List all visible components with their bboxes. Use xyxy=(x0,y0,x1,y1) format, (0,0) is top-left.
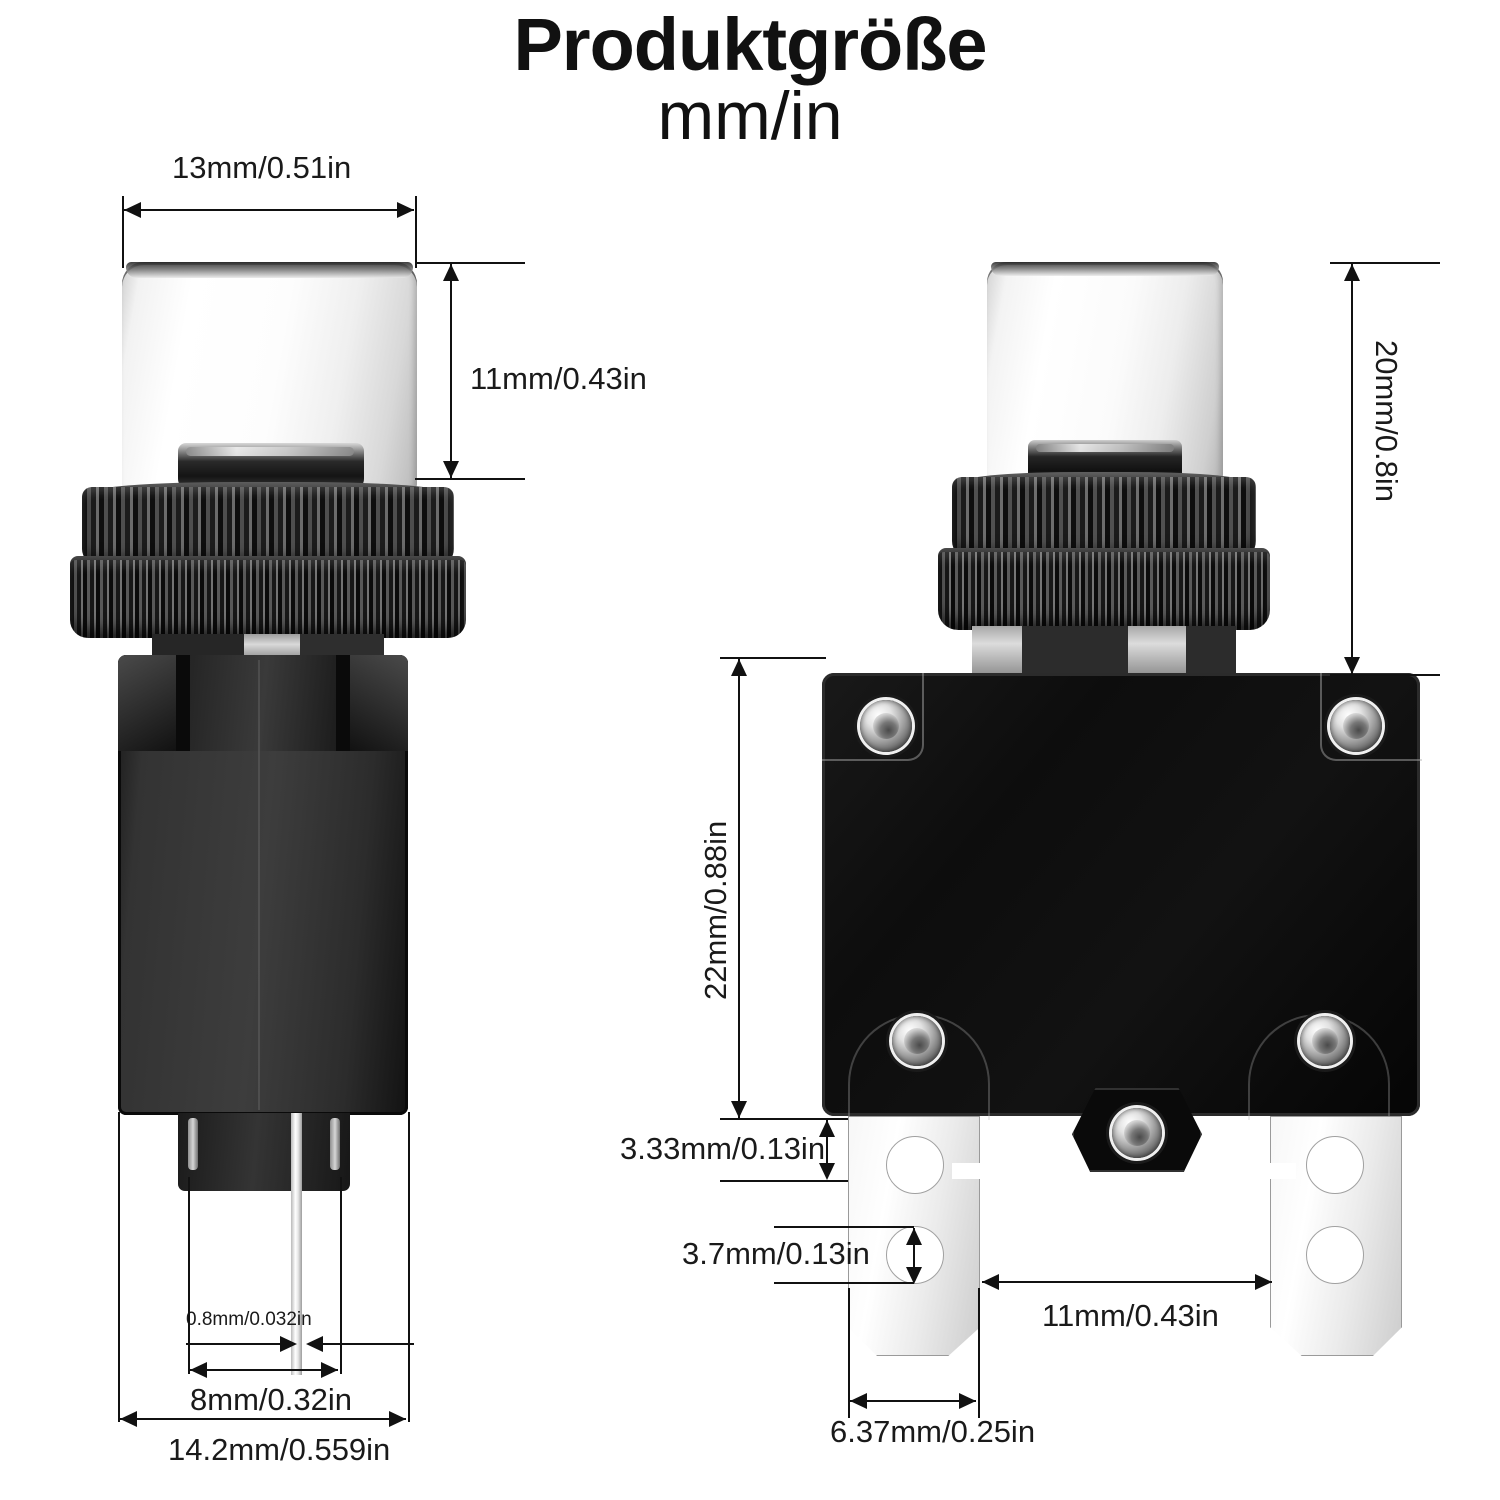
upper-knurled-ring xyxy=(952,477,1256,559)
ext-line-body-width-left xyxy=(118,1112,120,1422)
dim-line-tab-width xyxy=(850,1400,976,1402)
dim-label-body-height: 22mm/0.88in xyxy=(698,820,733,1000)
dim-line-body-height xyxy=(738,659,740,1118)
base-pin-right xyxy=(330,1118,340,1170)
dim-line-body-width xyxy=(120,1418,406,1420)
rivet-center-bottom-core xyxy=(1124,1120,1150,1146)
arrowhead-hole-bottom xyxy=(906,1267,922,1284)
ext-line-body-height-top xyxy=(720,657,826,659)
dim-label-terminal-gap: 11mm/0.43in xyxy=(1042,1298,1219,1333)
ext-line-tab-width-left xyxy=(848,1288,850,1418)
title-subtitle-text: mm/in xyxy=(657,78,843,155)
terminal-blade-edge xyxy=(291,1113,302,1375)
arrowhead-pitch-left xyxy=(190,1362,207,1378)
dim-line-cap-width xyxy=(124,209,414,211)
dim-label-cap-height: 11mm/0.43in xyxy=(470,361,647,396)
terminal-notch-right xyxy=(1268,1163,1296,1179)
circuit-breaker-side-view: 13mm/0.51in 11mm/0.43in 0.8mm/0.032in 8m… xyxy=(0,0,700,1500)
ext-line-body-width-right xyxy=(408,1112,410,1422)
leader-line-hole-bottom xyxy=(774,1282,914,1284)
ext-line-pitch-right xyxy=(340,1177,342,1374)
dim-line-blade-thickness-right xyxy=(322,1343,414,1345)
arrowhead-shoulder-top xyxy=(819,1120,835,1137)
dim-label-tab-width: 6.37mm/0.25in xyxy=(830,1414,1036,1449)
dim-line-blade-pitch xyxy=(190,1369,338,1371)
dim-label-cap-width: 13mm/0.51in xyxy=(172,150,352,185)
reset-button-highlight xyxy=(186,447,354,456)
upper-knurled-ring xyxy=(82,487,454,565)
ext-line-shoulder-top xyxy=(720,1118,848,1120)
body-notch-right xyxy=(336,655,350,751)
terminal-hole-right-lower xyxy=(1306,1226,1364,1284)
arrowhead-cap-width-right xyxy=(397,202,414,218)
arrowhead-body-width-left xyxy=(120,1411,137,1427)
reset-button-highlight xyxy=(1036,444,1174,452)
arrowhead-body-height-bottom xyxy=(731,1101,747,1118)
arrowhead-hole-top xyxy=(906,1228,922,1245)
arrowhead-knob-height-top xyxy=(1344,264,1360,281)
rivet-top-right-core xyxy=(1343,713,1369,739)
arrowhead-tab-width-right xyxy=(959,1393,976,1409)
ext-line-cap-height-bottom xyxy=(415,478,525,480)
ext-line-tab-width-right xyxy=(978,1288,980,1418)
ext-line-pitch-left xyxy=(188,1177,190,1374)
dim-line-blade-thickness-left xyxy=(186,1343,284,1345)
terminal-notch-left xyxy=(952,1163,980,1179)
collar-shadow-right xyxy=(1186,626,1236,676)
body-tab-left xyxy=(118,655,182,751)
arrowhead-body-width-right xyxy=(389,1411,406,1427)
cap-top-edge xyxy=(126,262,413,278)
leader-line-hole-top xyxy=(774,1226,914,1228)
ext-line-cap-width-left xyxy=(122,196,124,268)
dim-line-hole-diameter xyxy=(913,1228,915,1282)
body-tab-right xyxy=(344,655,408,751)
terminal-hole-left-upper xyxy=(886,1136,944,1194)
arrowhead-terminal-gap-right xyxy=(1255,1274,1272,1290)
arrowhead-tab-width-left xyxy=(850,1393,867,1409)
dim-line-knob-height xyxy=(1351,264,1353,674)
arrowhead-cap-width-left xyxy=(124,202,141,218)
arrowhead-cap-height-top xyxy=(443,264,459,281)
rivet-bottom-right-core xyxy=(1312,1028,1338,1054)
body-seam-line xyxy=(258,660,260,1110)
ext-line-shoulder-bottom xyxy=(720,1180,848,1182)
arrowhead-shoulder-bottom xyxy=(819,1163,835,1180)
terminal-hole-right-upper xyxy=(1306,1136,1364,1194)
body-corner-bevel-top-left xyxy=(822,673,924,761)
arrowhead-body-height-top xyxy=(731,659,747,676)
collar-shadow-center xyxy=(1022,626,1128,676)
dim-label-knob-height: 20mm/0.8in xyxy=(1369,340,1404,502)
dim-label-hole-diameter: 3.7mm/0.13in xyxy=(682,1236,870,1271)
arrowhead-knob-height-bottom xyxy=(1344,657,1360,674)
dim-label-blade-pitch: 8mm/0.32in xyxy=(190,1382,352,1417)
dim-line-cap-height xyxy=(450,264,452,478)
dim-line-shoulder xyxy=(826,1120,828,1178)
rivet-bottom-left-core xyxy=(904,1028,930,1054)
lower-knurled-nut xyxy=(938,552,1270,630)
arrowhead-blade-thickness-left xyxy=(280,1336,297,1352)
title-main-text: Produktgröße xyxy=(513,3,987,86)
circuit-breaker-front-view: 20mm/0.8in 22mm/0.88in 3.33mm/0.13in 3.7… xyxy=(620,0,1500,1500)
ext-line-cap-height-top xyxy=(415,262,525,264)
dim-line-terminal-gap xyxy=(982,1281,1272,1283)
arrowhead-cap-height-bottom xyxy=(443,461,459,478)
body-corner-bevel-top-right xyxy=(1320,673,1422,761)
body-base xyxy=(178,1113,350,1191)
lower-knurled-nut xyxy=(70,560,466,638)
dim-label-shoulder: 3.33mm/0.13in xyxy=(620,1131,826,1166)
dim-label-body-width: 14.2mm/0.559in xyxy=(168,1432,391,1467)
body-notch-left xyxy=(176,655,190,751)
dim-label-blade-thickness: 0.8mm/0.032in xyxy=(186,1309,312,1330)
rivet-top-left-core xyxy=(873,713,899,739)
ext-line-knob-height-bottom xyxy=(1330,674,1440,676)
cap-top-edge xyxy=(991,262,1219,276)
arrowhead-pitch-right xyxy=(321,1362,338,1378)
ext-line-knob-height-top xyxy=(1330,262,1440,264)
arrowhead-terminal-gap-left xyxy=(982,1274,999,1290)
base-pin-left xyxy=(188,1118,198,1170)
arrowhead-blade-thickness-right xyxy=(306,1336,323,1352)
page-title: Produktgröße mm/in xyxy=(0,3,1500,155)
ext-line-cap-width-right xyxy=(415,196,417,268)
body-upper-face xyxy=(186,655,340,751)
